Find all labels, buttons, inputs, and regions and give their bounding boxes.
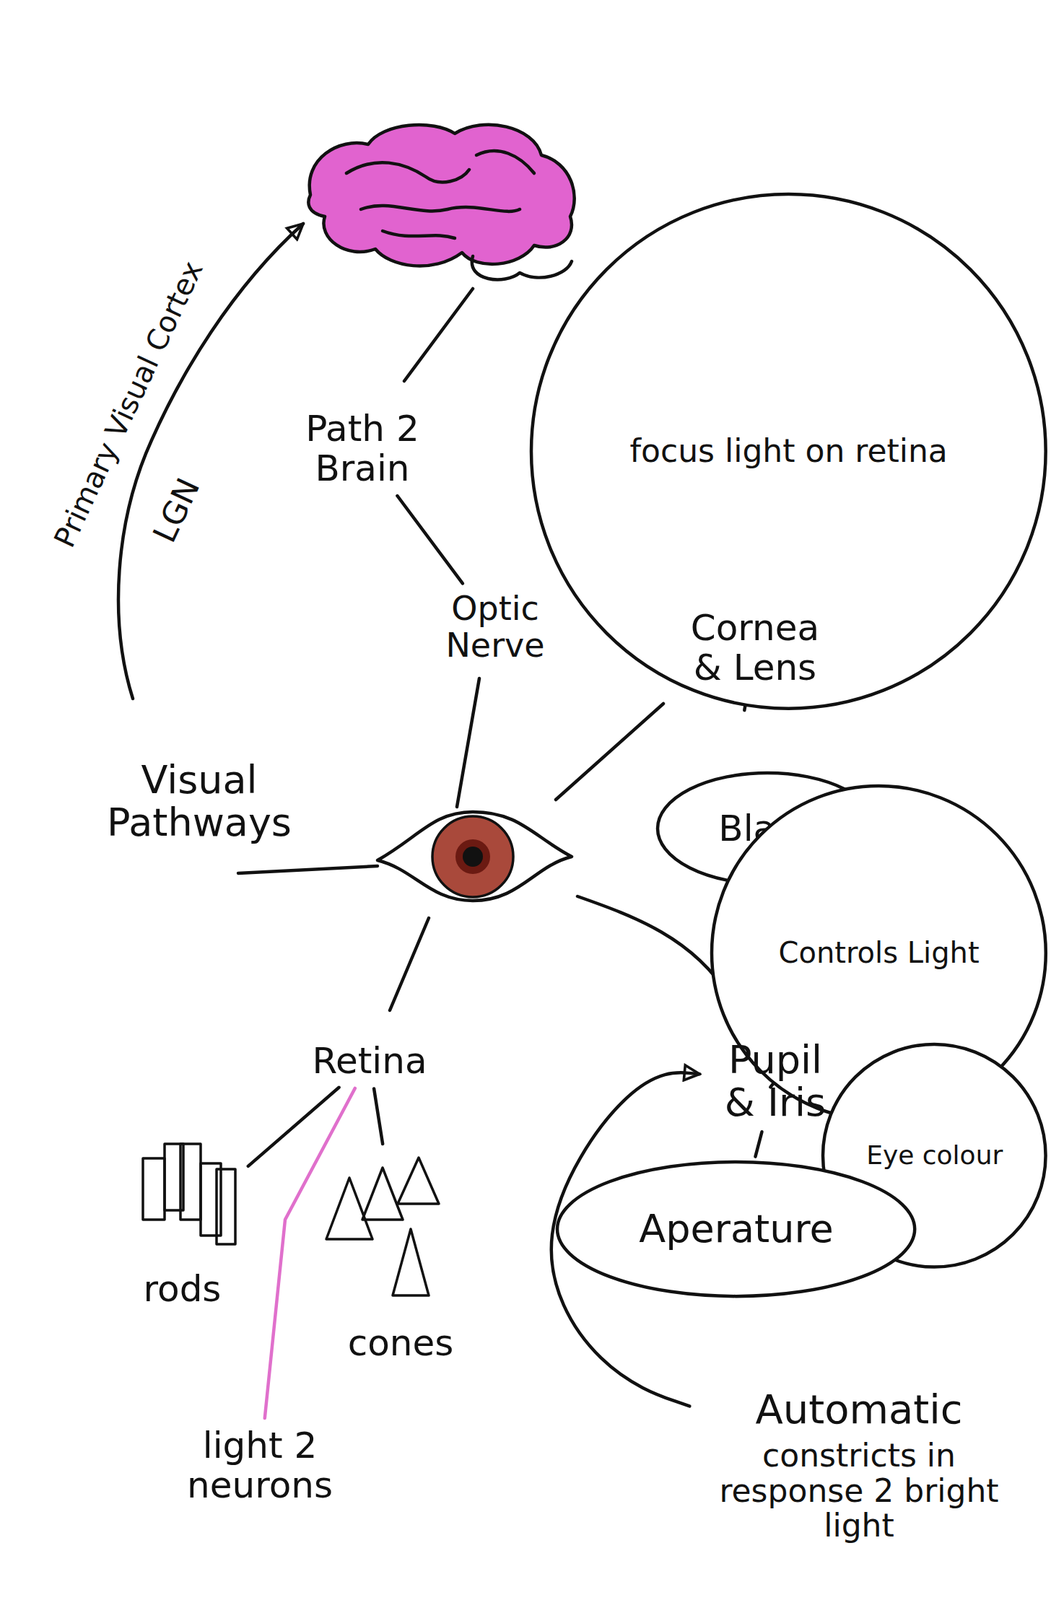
node-text: Path 2 Brain [280,409,445,489]
node-text: Retina [311,1041,427,1082]
cell-type: rods [119,1133,246,1314]
rod-cells [142,1144,236,1245]
brain-fold [476,150,535,174]
node-text: cones [347,1323,455,1364]
node-text: Automatic [755,1387,963,1433]
pathway-label: LGN [147,472,208,548]
leader-line [404,288,473,382]
eye-outline [377,812,572,901]
note-topic: light 2 neurons [151,1422,369,1511]
branch-connector [397,495,462,584]
note-topic: Automatic constricts in response 2 bright… [692,1383,1026,1549]
branch-connector [264,1088,356,1419]
brain-fold [382,230,455,239]
brain-outline [308,124,574,267]
outline-ellipse [531,194,1046,709]
branch-topic: Cornea & Lens [675,604,835,693]
brain-stem [472,256,572,280]
node-text: Aperature [638,1207,834,1251]
branch-topic: Retina [290,1037,449,1086]
branch-connector [248,1087,340,1167]
iris [432,816,514,898]
node-text: rods [143,1269,222,1310]
node-text: Pupil & Iris [707,1038,844,1125]
node-text: Cornea & Lens [679,608,831,688]
pathway-arrow [118,223,304,699]
cone-cells [326,1157,439,1296]
branch-connector [373,1088,383,1145]
branch-line [389,918,429,1011]
branch-topic: Optic Nerve [415,586,575,668]
node-text: Visual Pathways [95,758,304,845]
branch-topic: Visual Pathways [90,754,308,849]
cell-type: cones [317,1147,484,1368]
brain-fold [346,162,470,182]
node-text: constricts in response 2 bright light [697,1438,1021,1544]
node-text: Optic Nerve [420,590,571,664]
branch-line [456,678,480,808]
branch-topic: Pupil & Iris [703,1034,848,1129]
branch-topic: Path 2 Brain [275,404,449,494]
pupil [462,846,483,867]
branch-line [555,703,664,800]
branch-line [238,866,378,874]
branch-line [577,896,730,997]
outline-ellipse [557,1162,915,1297]
brain-fold [360,205,520,212]
node-text: Eye colour [866,1141,1003,1171]
node-text: Controls Light [778,936,980,969]
iris-ring [455,839,491,875]
concept-ellipse: Aperature [555,1159,917,1299]
node-text: focus light on retina [630,433,948,469]
node-text: light 2 neurons [155,1426,364,1506]
branch-connector [755,1131,762,1157]
